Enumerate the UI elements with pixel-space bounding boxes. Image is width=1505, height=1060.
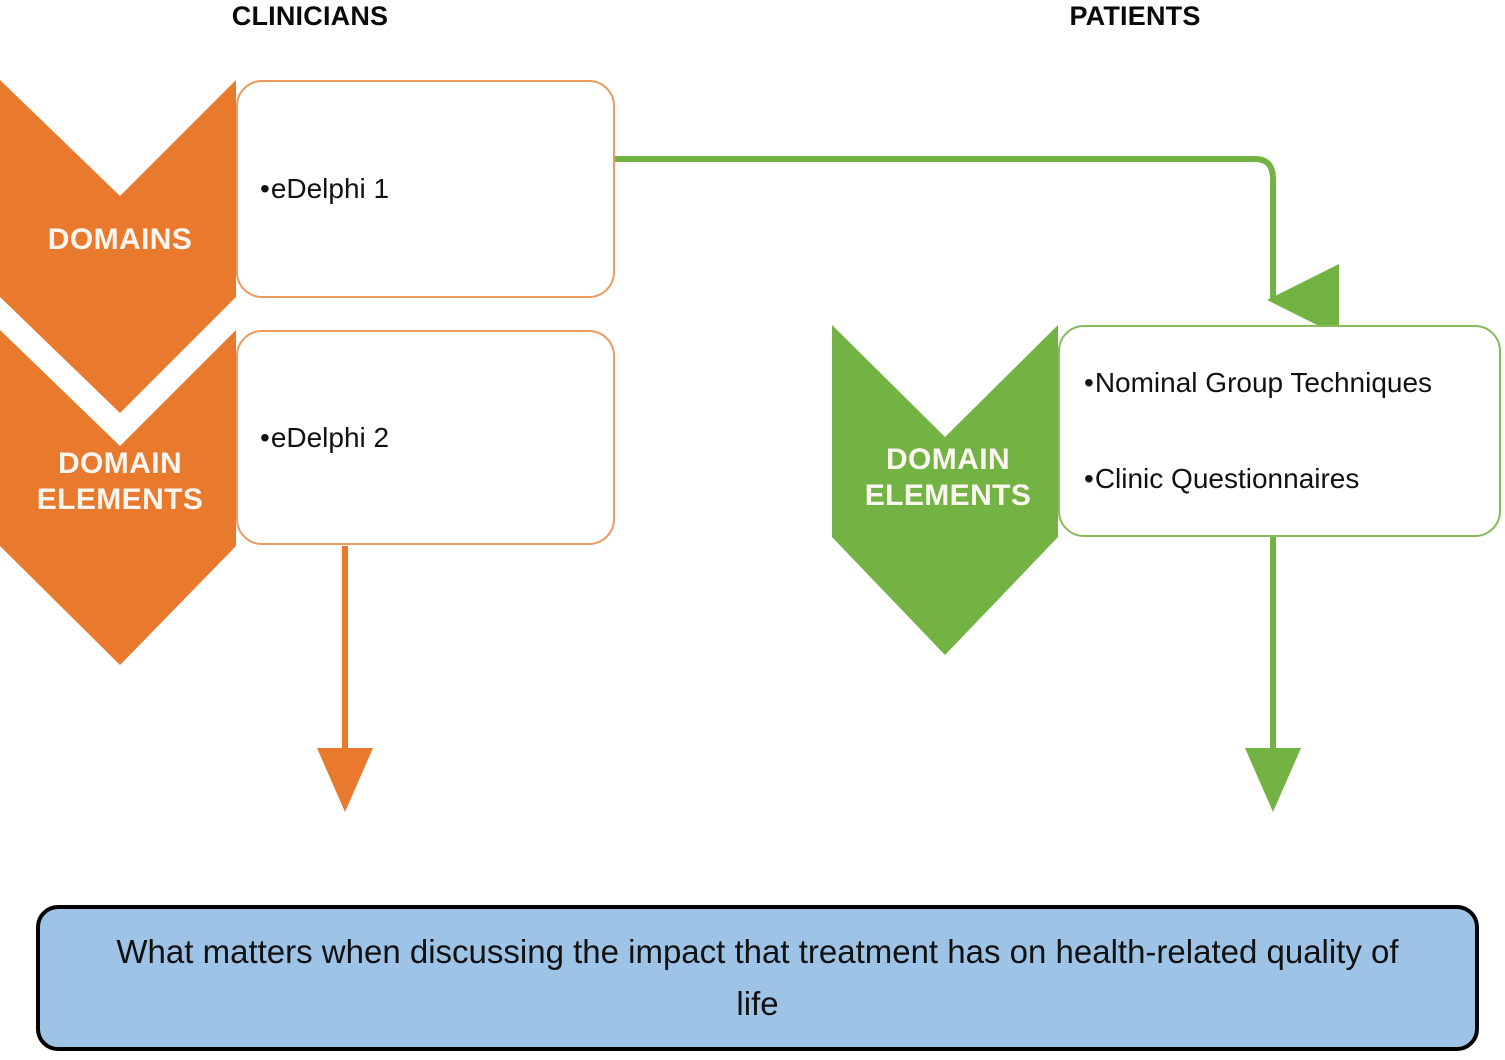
summary-box: What matters when discussing the impact … [36,905,1479,1051]
box-clinicians-domains-methods[interactable]: • eDelphi 1 [236,80,615,298]
list-item-label: Nominal Group Techniques [1094,367,1433,398]
connector-edelphi1-to-patients [615,156,1339,336]
list-item: • Clinic Questionnaires [1060,462,1499,496]
chevron-clinicians-domains [0,80,236,413]
bullet-icon: • [1084,367,1094,398]
summary-text: What matters when discussing the impact … [116,933,1399,1022]
chevron-patients-domain-elements [832,325,1058,655]
list-item-label: eDelphi 1 [270,173,390,204]
chevron-clinicians-domain-elements [0,330,236,665]
box-patients-domain-elements-methods[interactable]: • Nominal Group Techniques • Clinic Ques… [1058,325,1501,537]
column-heading-patients: PATIENTS [1069,1,1201,31]
list-item: • Nominal Group Techniques [1060,366,1499,400]
list-item: • eDelphi 1 [238,172,613,206]
arrowhead-edelphi2-down [317,748,373,812]
box-clinicians-domain-elements-methods[interactable]: • eDelphi 2 [236,330,615,545]
list-item: • eDelphi 2 [238,421,613,455]
bullet-icon: • [260,421,270,453]
list-item-label: Clinic Questionnaires [1094,463,1360,494]
bullet-icon: • [1084,463,1094,494]
bullet-icon: • [260,173,270,204]
list-item-label: eDelphi 2 [270,421,390,453]
column-heading-clinicians: CLINICIANS [231,1,389,31]
arrowhead-patient-methods-down [1245,748,1301,812]
